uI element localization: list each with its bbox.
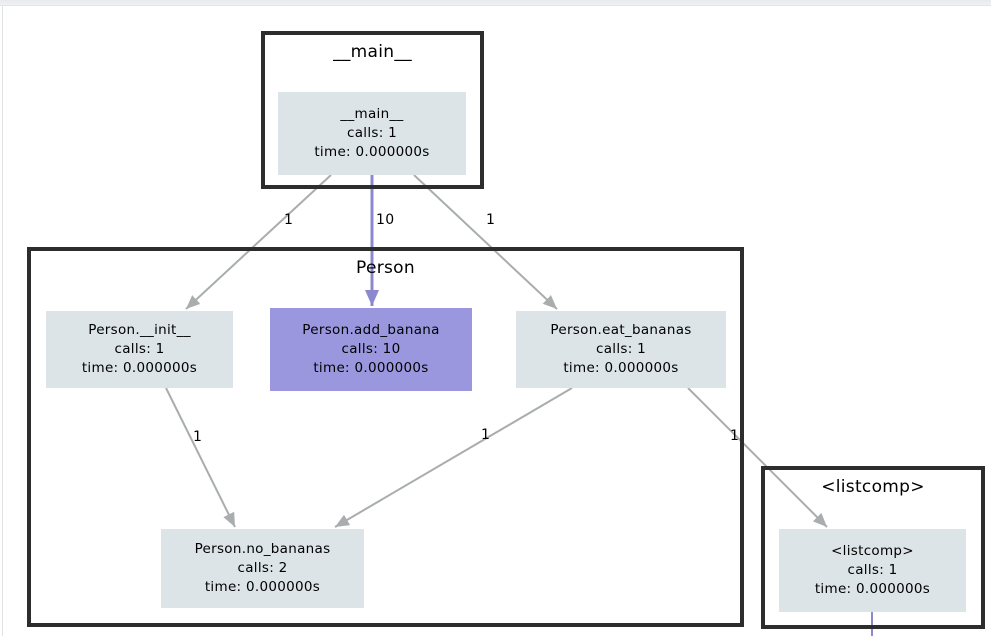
node-listcomp: <listcomp> calls: 1 time: 0.000000s: [779, 529, 966, 612]
node-main: __main__ calls: 1 time: 0.000000s: [278, 92, 466, 175]
node-person-add-banana-time: time: 0.000000s: [313, 360, 429, 376]
node-person-no-bananas-calls: calls: 2: [237, 560, 288, 576]
edge-init-to-no-bananas: [165, 387, 236, 528]
node-person-eat-bananas: Person.eat_bananas calls: 1 time: 0.0000…: [516, 311, 726, 388]
edge-eat-bananas-to-no-bananas: [334, 387, 573, 528]
edge-main-to-init: [185, 174, 332, 310]
node-listcomp-time: time: 0.000000s: [814, 581, 931, 597]
edge-label-main-eat-bananas: 1: [486, 212, 496, 228]
node-person-init: Person.__init__ calls: 1 time: 0.000000s: [46, 311, 233, 388]
node-person-eat-bananas-time: time: 0.000000s: [563, 360, 679, 376]
edge-label-eat-listcomp: 1: [730, 428, 740, 444]
edge-label-eat-no-bananas: 1: [481, 427, 491, 443]
node-person-init-name: Person.__init__: [88, 322, 191, 338]
node-person-no-bananas: Person.no_bananas calls: 2 time: 0.00000…: [161, 529, 364, 608]
node-main-calls: calls: 1: [346, 125, 398, 141]
viewport-left-edge: [2, 6, 3, 636]
cluster-listcomp-title: <listcomp>: [821, 477, 925, 497]
node-person-init-time: time: 0.000000s: [81, 360, 198, 376]
node-person-init-calls: calls: 1: [114, 341, 165, 357]
node-person-eat-bananas-name: Person.eat_bananas: [550, 322, 692, 338]
cluster-person-title: Person: [356, 258, 415, 278]
node-person-add-banana-calls: calls: 10: [341, 341, 401, 357]
node-person-eat-bananas-calls: calls: 1: [595, 341, 647, 357]
viewport-top-edge: [0, 0, 991, 6]
edge-label-init-no-bananas: 1: [193, 429, 203, 445]
cluster-listcomp: <listcomp>: [761, 466, 985, 629]
edge-label-main-add-banana: 10: [376, 212, 395, 228]
cluster-person: Person: [27, 247, 744, 627]
node-person-add-banana-name: Person.add_banana: [302, 322, 440, 338]
node-main-name: __main__: [340, 106, 404, 122]
node-listcomp-name: <listcomp>: [831, 543, 914, 559]
edge-label-main-init: 1: [284, 212, 294, 228]
edge-main-to-eat-bananas: [413, 174, 558, 310]
node-person-no-bananas-name: Person.no_bananas: [194, 541, 331, 557]
cluster-main: __main__: [261, 31, 484, 189]
edge-eat-bananas-to-listcomp: [687, 387, 828, 528]
node-main-time: time: 0.000000s: [314, 144, 430, 160]
cluster-main-title: __main__: [333, 42, 412, 62]
node-person-add-banana: Person.add_banana calls: 10 time: 0.0000…: [270, 308, 472, 391]
node-person-no-bananas-time: time: 0.000000s: [204, 579, 321, 595]
node-listcomp-calls: calls: 1: [847, 562, 898, 578]
